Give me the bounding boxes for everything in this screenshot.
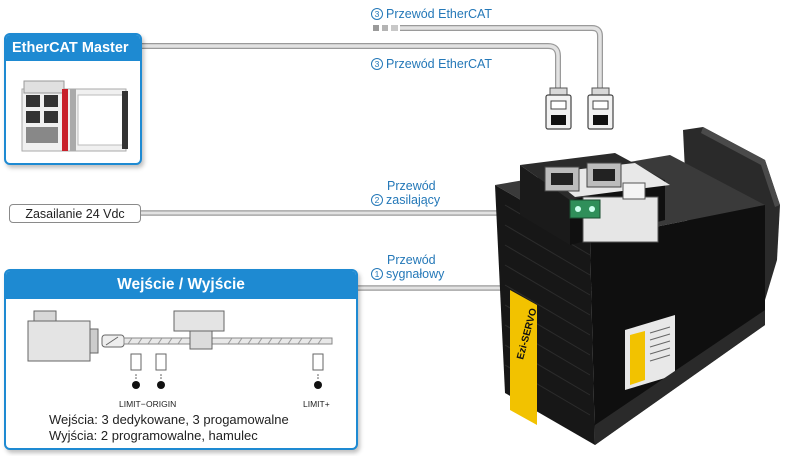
power-cable-text-line1: Przewód [387, 179, 436, 193]
signal-cable-text-line1: Przewód [387, 253, 436, 267]
io-panel-title: Wejście / Wyjście [6, 271, 356, 299]
rj45-plug-right [587, 87, 614, 130]
ethercat-cable-1 [142, 43, 561, 92]
cable-number-badge: 1 [371, 268, 383, 280]
power-supply-label: Zasailanie 24 Vdc [9, 204, 141, 223]
limit-plus-label: LIMIT+ [303, 399, 330, 409]
cable-number-badge: 3 [371, 58, 383, 70]
ethercat-master-title: EtherCAT Master [6, 35, 140, 61]
outputs-description: Wyjścia: 2 programowalne, hamulec [49, 428, 258, 443]
io-panel: Wejście / Wyjście [4, 269, 358, 450]
inputs-description: Wejścia: 3 dedykowane, 3 progamowalne [49, 412, 289, 427]
plc-controller-image [21, 80, 128, 152]
ethercat-cable-text: Przewód EtherCAT [386, 57, 493, 71]
power-cable-text-line2: zasilający [386, 193, 441, 207]
ethercat-master-panel: EtherCAT Master [4, 33, 142, 165]
rj45-plug-left [545, 87, 572, 130]
cable-number-badge: 3 [371, 8, 383, 20]
servo-motor-image: Ezi-SERVO [495, 127, 780, 445]
linear-axis-diagram [27, 310, 333, 389]
signal-cable-text-line2: sygnałowy [386, 267, 445, 281]
cable-number-badge: 2 [371, 194, 383, 206]
ethercat-cable-continuation-dots [373, 25, 398, 31]
limit-minus-label: LIMIT− [119, 399, 146, 409]
ethercat-cable-text: Przewód EtherCAT [386, 7, 493, 21]
origin-label: ORIGIN [146, 399, 177, 409]
